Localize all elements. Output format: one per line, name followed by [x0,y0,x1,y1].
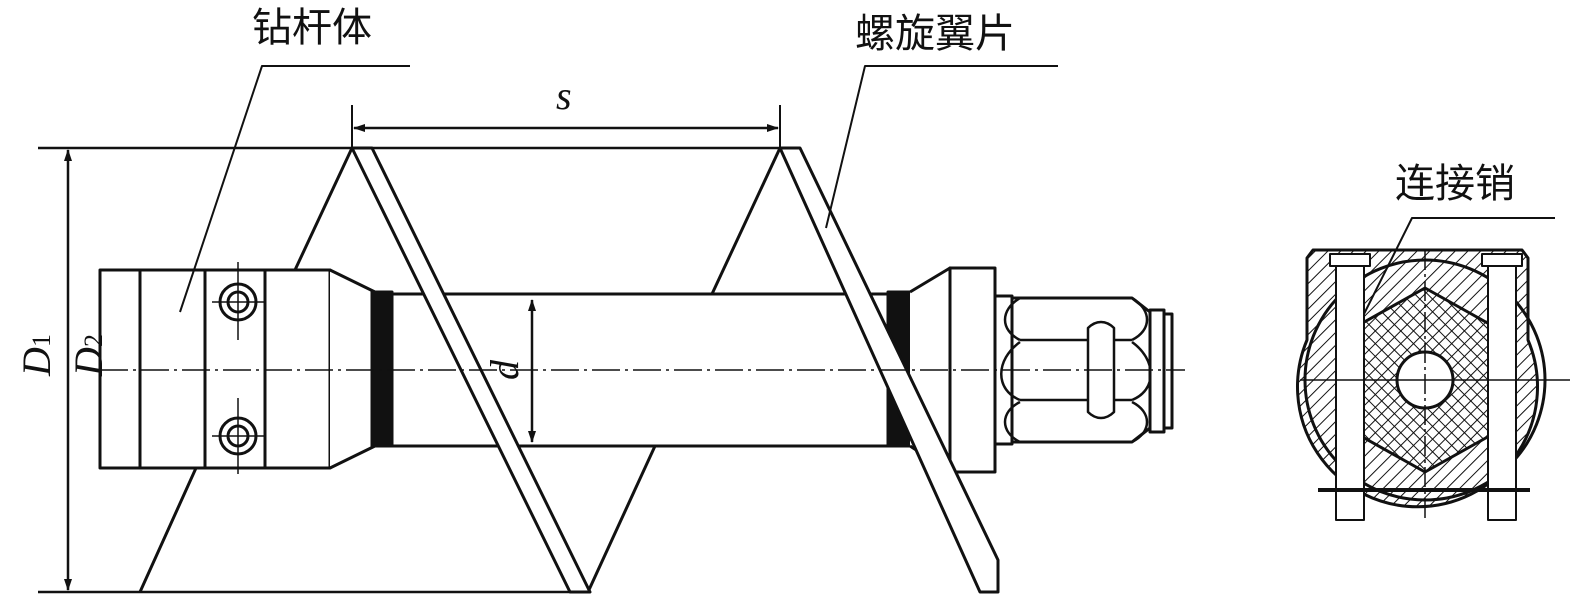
d1-subscript: 1 [26,334,56,348]
d2-subscript: 2 [78,334,108,348]
d2-symbol: D [65,347,111,376]
spiral-blade-label: 螺旋翼片 [855,11,1015,57]
d2-label: D2 [65,334,111,376]
s-label: s [556,73,572,118]
d1-label: D1 [13,334,59,376]
bolt-hole-top [212,262,264,340]
d1-symbol: D [13,347,59,376]
drill-body-label: 钻杆体 [252,5,372,51]
bolt-hole-bottom [212,398,264,474]
drill-body [98,268,332,470]
d-label: d [482,360,527,380]
connecting-pin-label: 连接销 [1395,161,1515,207]
cross-section [1296,248,1570,521]
